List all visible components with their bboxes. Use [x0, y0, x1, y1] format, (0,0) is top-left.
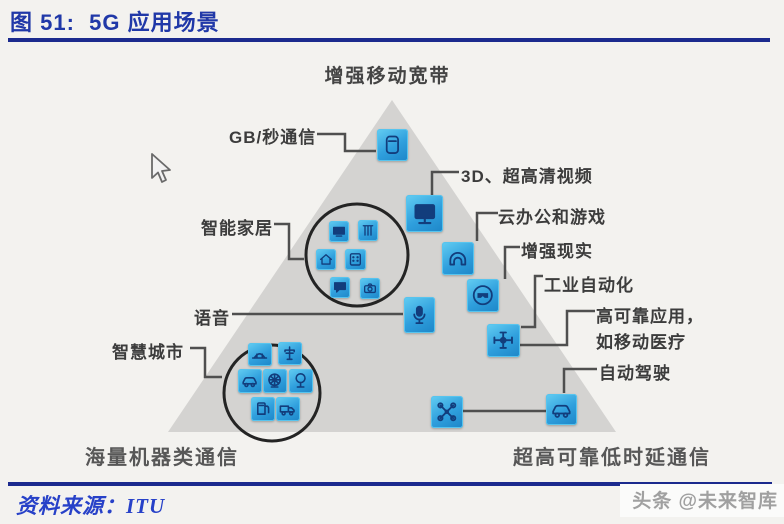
home-icon — [316, 249, 336, 270]
game-helmet-glyph — [449, 252, 467, 266]
connector-video — [430, 170, 459, 195]
vr-goggles-glyph — [473, 285, 493, 306]
label-uhd-video: 3D、超高清视频 — [461, 167, 593, 186]
figure-title: 图 51: 5G 应用场景 — [10, 10, 220, 35]
label-voice: 语音 — [194, 309, 230, 328]
connector-smart-city — [190, 346, 222, 379]
source-label: 资料来源： — [16, 494, 126, 518]
apps-icon — [345, 249, 366, 270]
connector-ar — [503, 245, 520, 279]
car-glyph — [552, 404, 571, 418]
tv-glyph — [333, 226, 345, 237]
machine-axis-glyph — [493, 331, 514, 350]
smartphone-icon — [377, 129, 408, 161]
label-embb: 增强移动宽带 — [324, 66, 451, 87]
machine-axis-icon — [487, 324, 520, 357]
apps-glyph — [349, 253, 362, 266]
connector-auto-driving — [562, 367, 597, 393]
connector-industrial — [521, 274, 543, 329]
footer-divider — [8, 482, 772, 486]
smartphone-glyph — [385, 135, 400, 155]
ferris-wheel-icon — [263, 369, 287, 393]
truck-glyph — [280, 405, 296, 417]
bridge-glyph — [252, 353, 268, 360]
smart-home-circle — [304, 202, 410, 308]
blinds-icon — [358, 220, 378, 241]
mouse-cursor-icon — [151, 153, 171, 183]
connector-reliable — [520, 309, 595, 347]
chat-icon — [330, 277, 350, 298]
signal-pole-icon — [278, 342, 302, 365]
label-cloud-office: 云办公和游戏 — [498, 208, 606, 227]
truck-icon — [276, 397, 300, 421]
source-value: ITU — [126, 494, 166, 518]
game-helmet-icon — [442, 242, 474, 275]
label-gb-per-sec: GB/秒通信 — [229, 128, 317, 147]
drone-icon — [431, 396, 463, 428]
connector-smart-home — [274, 222, 304, 261]
chat-glyph — [334, 282, 346, 293]
tree-icon — [289, 369, 313, 393]
label-urllc: 超高可靠低时延通信 — [513, 447, 711, 469]
smart-city-circle — [222, 343, 322, 443]
label-industrial: 工业自动化 — [544, 276, 634, 295]
camera-icon — [360, 278, 380, 299]
drone-glyph — [437, 402, 457, 422]
signal-pole-glyph — [284, 346, 296, 361]
label-reliable-line1: 高可靠应用， — [596, 307, 704, 326]
label-smart-city: 智慧城市 — [112, 343, 184, 362]
city-car-icon — [238, 369, 262, 393]
home-glyph — [320, 254, 332, 265]
tree-glyph — [295, 373, 307, 389]
monitor-icon — [406, 195, 443, 232]
vr-goggles-icon — [467, 279, 499, 312]
car-icon — [546, 394, 577, 425]
camera-glyph — [364, 283, 376, 294]
connector-lines — [190, 132, 597, 413]
monitor-glyph — [414, 203, 435, 224]
label-mmtc: 海量机器类通信 — [85, 447, 239, 469]
city-car-glyph — [242, 377, 258, 388]
title-divider — [8, 38, 770, 42]
watermark: 头条 @未来智库 — [620, 484, 784, 517]
label-auto-driving: 自动驾驶 — [599, 364, 671, 383]
source-line: 资料来源：ITU — [16, 490, 165, 520]
connector-cloud-office — [475, 211, 498, 241]
blinds-glyph — [362, 225, 374, 236]
label-smart-home: 智能家居 — [201, 219, 273, 238]
connector-gb — [317, 132, 376, 153]
bridge-icon — [248, 343, 272, 366]
microphone-glyph — [413, 305, 426, 324]
label-reliable-line2: 如移动医疗 — [596, 333, 686, 352]
ferris-wheel-glyph — [268, 373, 282, 389]
fuel-pump-icon — [251, 397, 275, 421]
fuel-pump-glyph — [257, 402, 270, 416]
tv-icon — [329, 221, 349, 242]
label-ar: 增强现实 — [521, 242, 593, 261]
microphone-icon — [404, 297, 435, 333]
